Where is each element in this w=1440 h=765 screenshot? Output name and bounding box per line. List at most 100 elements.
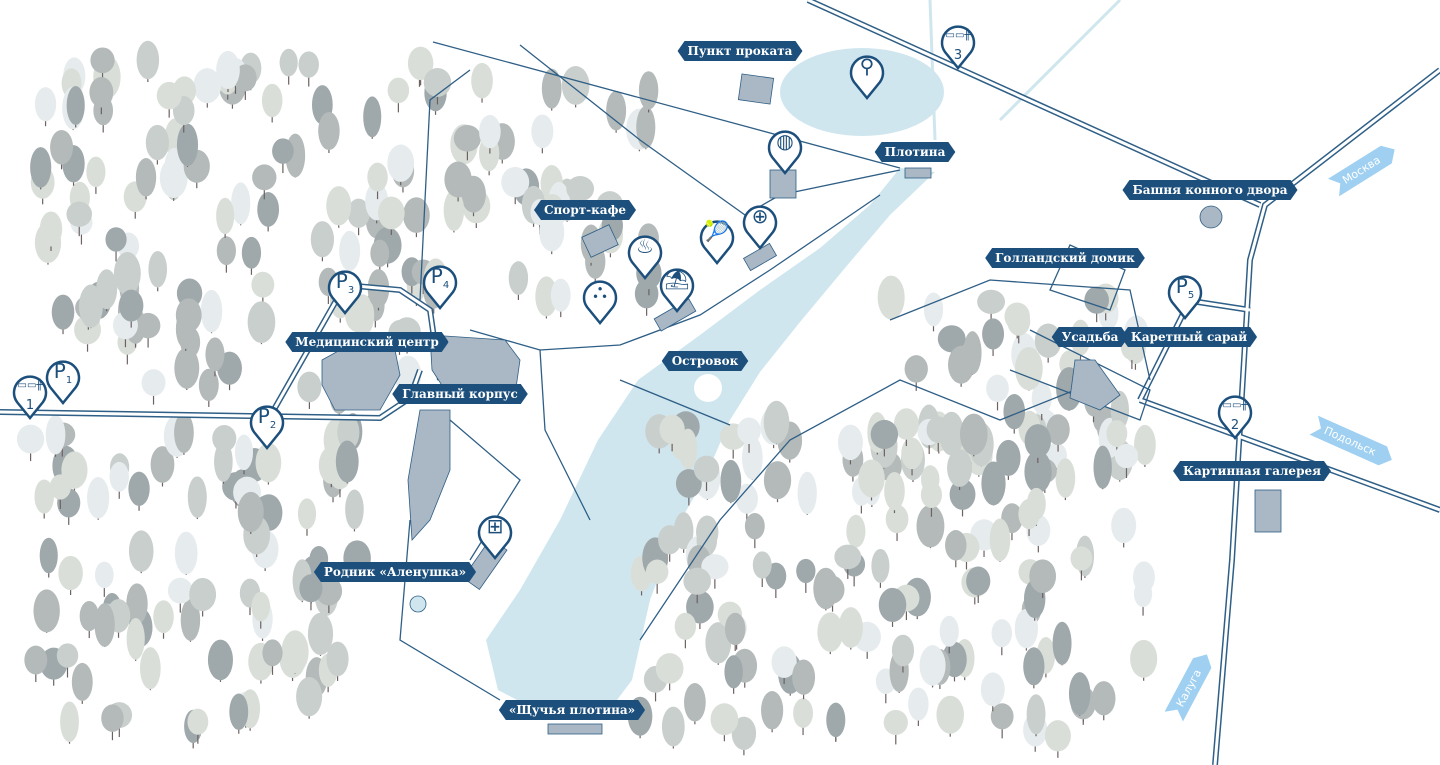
tree [834, 544, 862, 579]
tree [261, 83, 283, 123]
tree [229, 693, 249, 734]
tree [71, 662, 93, 704]
tree [216, 236, 236, 273]
tree [89, 76, 114, 115]
tree [1134, 424, 1156, 467]
tree [871, 548, 890, 588]
tree [156, 81, 182, 118]
label-carriage-barn[interactable]: Каретный сарай [1121, 327, 1257, 347]
tree [180, 598, 201, 642]
tree [1111, 507, 1137, 548]
tree [56, 643, 79, 678]
tree [501, 166, 530, 205]
tree [214, 441, 233, 484]
lake [486, 168, 935, 716]
tree [1133, 580, 1153, 616]
label-pike-dam[interactable]: «Щучья плотина» [499, 700, 645, 720]
label-rental[interactable]: Пункт проката [678, 41, 803, 61]
tree [1023, 647, 1045, 689]
gym-pin[interactable]: ⊞ [476, 510, 514, 560]
tree [980, 672, 1005, 712]
label-sport-cafe[interactable]: Спорт-кафе [534, 200, 636, 220]
tree [893, 408, 919, 447]
tree [991, 619, 1013, 656]
volleyball-pin[interactable]: ◍ [766, 125, 804, 175]
tree [141, 369, 166, 405]
label-dam[interactable]: Плотина [875, 142, 956, 162]
tree [378, 196, 405, 235]
tree [1031, 382, 1052, 421]
tree [1052, 621, 1072, 666]
tree [1003, 393, 1026, 434]
tree [387, 77, 410, 113]
tree [234, 434, 254, 475]
restaurant-icon: ⊕ [751, 204, 769, 228]
parking-icon: P1 [53, 359, 73, 386]
tree [981, 461, 1006, 506]
tree [34, 87, 57, 127]
tree [39, 537, 58, 578]
tree [878, 587, 907, 627]
gym-icon: ⊞ [486, 514, 504, 538]
tree [145, 124, 169, 165]
label-medical-center[interactable]: Медицинский центр [285, 332, 448, 352]
tennis-pin[interactable]: 🎾 [698, 215, 736, 265]
tree [636, 105, 656, 150]
parking-pin-5[interactable]: P5 [1166, 270, 1204, 320]
tree [193, 68, 222, 108]
playground-pin[interactable]: ⛬ [581, 275, 619, 325]
tree [66, 201, 93, 237]
playground-icon: ⛬ [593, 279, 607, 303]
tree [255, 442, 282, 485]
tree [673, 512, 694, 553]
label-dutch-house[interactable]: Голландский домик [985, 248, 1145, 268]
bicycle-pin[interactable]: ⚲ [848, 50, 886, 100]
checkpoint-pin-2[interactable]: ▭▭╫2 [1216, 390, 1254, 440]
checkpoint-pin-1[interactable]: ▭▭╫1 [11, 370, 49, 420]
tree [1068, 672, 1091, 716]
tree [891, 634, 915, 673]
tree [959, 413, 988, 457]
label-spring[interactable]: Родник «Аленушка» [314, 562, 476, 582]
tree [797, 471, 817, 515]
parking-icon: P2 [257, 404, 277, 431]
tree [877, 275, 905, 320]
checkpoint-pin-3[interactable]: ▭▭╫3 [939, 20, 977, 70]
label-horse-tower[interactable]: Башня конного двора [1122, 180, 1297, 200]
tree [198, 368, 219, 407]
tree [187, 708, 209, 744]
tree [272, 138, 294, 174]
tree [1130, 639, 1158, 681]
tree [39, 211, 63, 251]
tree [858, 459, 885, 501]
parking-pin-2[interactable]: P2 [248, 400, 286, 450]
tree [58, 555, 83, 595]
tree [45, 415, 66, 457]
tree [189, 577, 217, 617]
parking-pin-1[interactable]: P1 [44, 355, 82, 405]
tree [135, 157, 157, 200]
tree [310, 221, 335, 262]
label-manor[interactable]: Усадьба [1052, 327, 1129, 347]
tree [926, 416, 950, 452]
parking-pin-4[interactable]: P4 [421, 260, 459, 310]
tree [387, 144, 415, 186]
tree [126, 618, 145, 661]
parking-pin-3[interactable]: P3 [326, 265, 364, 315]
tree [678, 428, 698, 471]
label-islet[interactable]: Островок [662, 351, 749, 371]
tree [307, 612, 334, 656]
restaurant-pin[interactable]: ⊕ [741, 200, 779, 250]
beach-umbrella-pin[interactable]: ⛱ [658, 263, 696, 313]
tree [683, 567, 711, 604]
tree [363, 96, 382, 139]
tree [771, 646, 797, 685]
tree [916, 504, 945, 549]
label-gallery[interactable]: Картинная галерея [1173, 461, 1331, 481]
tree [796, 558, 816, 593]
manor-building [1069, 359, 1121, 411]
grill-pin[interactable]: ♨ [626, 230, 664, 280]
label-main-building[interactable]: Главный корпус [392, 384, 528, 404]
tree [936, 695, 965, 737]
